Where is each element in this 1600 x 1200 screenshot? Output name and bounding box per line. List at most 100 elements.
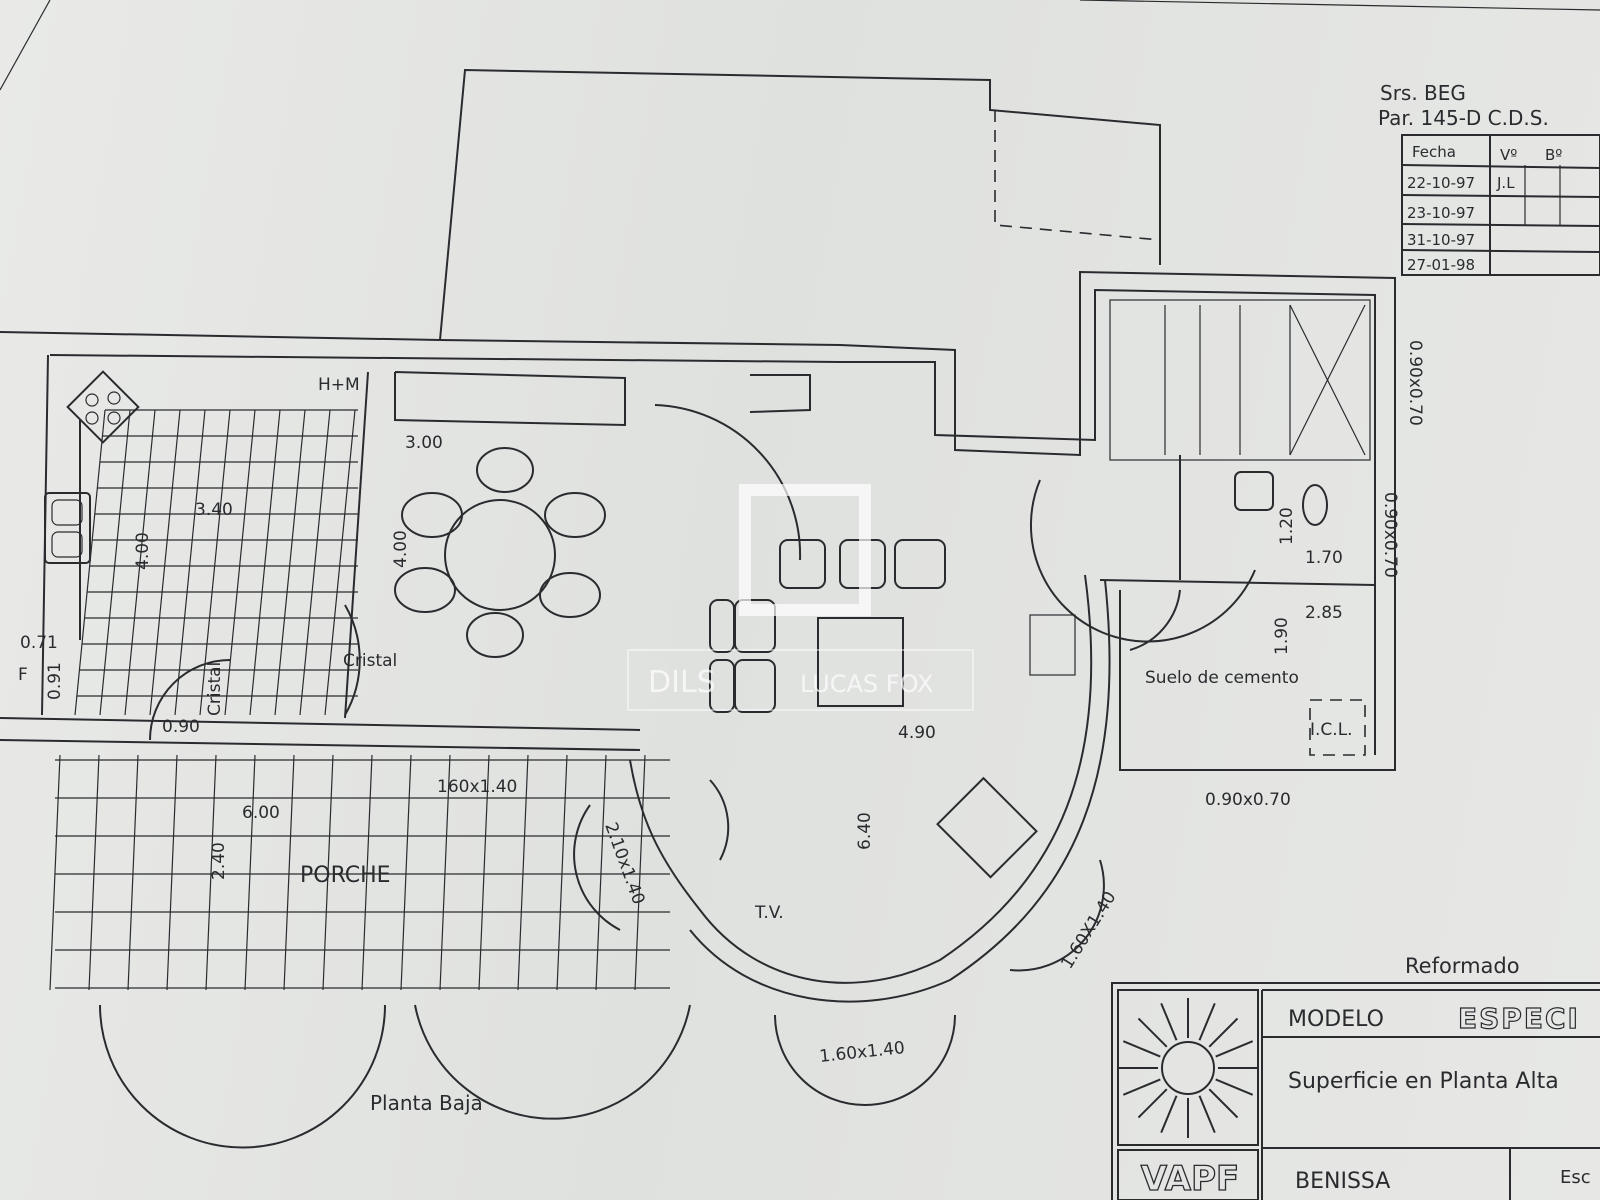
logo-vapf: VAPF xyxy=(1141,1159,1239,1199)
tile-line xyxy=(1198,1095,1216,1134)
tile-line xyxy=(478,754,490,991)
label-storage-width: 0.71 xyxy=(20,633,58,653)
tile-line xyxy=(324,409,356,716)
tile-line xyxy=(1137,1088,1168,1119)
tile-line xyxy=(1137,1017,1168,1048)
label-tv: T.V. xyxy=(754,903,784,923)
tile-line xyxy=(517,754,529,991)
surface-label: Superficie en Planta Alta xyxy=(1288,1069,1559,1094)
small-table xyxy=(936,776,1038,879)
vapf-sun-logo xyxy=(1118,998,1258,1138)
label-porch: PORCHE xyxy=(300,863,391,888)
rev-date-1: 22-10-97 xyxy=(1407,174,1475,192)
tile-line xyxy=(400,754,412,991)
dining-table xyxy=(394,447,606,658)
bathroom-fixtures-icon xyxy=(1234,471,1328,526)
label-storage-depth: 0.91 xyxy=(45,662,65,700)
watermark-lucasfox: LUCAS FOX xyxy=(800,670,933,698)
label-bath-window: 0.90x0.70 xyxy=(1380,492,1400,578)
header-fecha: Fecha xyxy=(1412,143,1456,161)
staircase xyxy=(1109,299,1371,461)
tile-line xyxy=(174,409,206,716)
label-icl: I.C.L. xyxy=(1310,720,1353,740)
tile-line xyxy=(634,754,646,991)
label-living-width: 4.90 xyxy=(898,723,936,743)
tile-line xyxy=(299,409,331,716)
note-reformado: Reformado xyxy=(1405,954,1520,978)
watermark: DILS LUCAS FOX xyxy=(627,484,974,711)
stove-icon xyxy=(66,370,140,444)
sink-icon xyxy=(44,492,91,564)
tile-line xyxy=(1215,1040,1254,1058)
tile-line xyxy=(322,754,334,991)
porch-tiles xyxy=(49,754,670,991)
tile-line xyxy=(1122,1040,1161,1058)
label-kitchen-width: 3.40 xyxy=(195,500,233,520)
rev-date-2: 23-10-97 xyxy=(1407,204,1475,222)
tile-line xyxy=(166,754,178,991)
model-name: ESPECI xyxy=(1458,1002,1580,1035)
tile-line xyxy=(74,409,106,716)
walls xyxy=(0,270,1396,1003)
label-bath-width: 1.70 xyxy=(1305,548,1343,568)
town-label: BENISSA xyxy=(1295,1169,1390,1194)
tile-line xyxy=(249,409,281,716)
label-kitchen-depth: 4.00 xyxy=(133,532,153,570)
kitchen-tiles xyxy=(74,409,358,716)
tile-line xyxy=(244,754,256,991)
door-swings xyxy=(99,404,1256,1149)
title-block: Reformado VAPF MODELO ESPECI Superficie … xyxy=(1111,954,1600,1200)
tile-line xyxy=(1160,1095,1178,1134)
rev-vo-1: J.L xyxy=(1496,174,1515,192)
tile-line xyxy=(556,754,568,991)
rev-date-3: 31-10-97 xyxy=(1407,231,1475,249)
tile-line xyxy=(1208,1088,1239,1119)
label-porch-window: 160x1.40 xyxy=(437,777,517,797)
tile-line xyxy=(439,754,451,991)
scale-label: Esc xyxy=(1560,1167,1591,1188)
tile-line xyxy=(124,409,156,716)
tile-line xyxy=(283,754,295,991)
tile-line xyxy=(99,409,131,716)
client-name: Srs. BEG xyxy=(1380,81,1466,105)
watermark-dils: DILS xyxy=(648,665,716,700)
tile-line xyxy=(595,754,607,991)
parcel-ref: Par. 145-D C.D.S. xyxy=(1378,106,1549,130)
tile-line xyxy=(127,754,139,991)
tile-line xyxy=(1208,1017,1239,1048)
label-hm: H+M xyxy=(318,375,360,395)
label-dining-width: 3.00 xyxy=(405,433,443,453)
plan-label: Planta Baja xyxy=(370,1091,483,1115)
tile-line xyxy=(1215,1078,1254,1096)
label-bath-depth: 1.20 xyxy=(1277,507,1297,545)
label-hall-door: 0.90 xyxy=(162,717,200,737)
tile-line xyxy=(205,754,217,991)
label-living-depth: 6.40 xyxy=(855,812,875,850)
header-bo: Bº xyxy=(1545,146,1562,164)
label-garage-floor: Suelo de cemento xyxy=(1145,668,1299,688)
tile-line xyxy=(361,754,373,991)
dimension-labels: H+M 3.00 3.40 4.00 4.00 0.71 F 0.91 Cris… xyxy=(18,340,1425,1115)
label-dining-depth: 4.00 xyxy=(391,530,411,568)
header-vo: Vº xyxy=(1500,146,1517,164)
label-living-window1: 1.60x1.40 xyxy=(818,1038,905,1067)
label-porch-width: 6.00 xyxy=(242,803,280,823)
tile-line xyxy=(1122,1078,1161,1096)
tile-line xyxy=(1160,1002,1178,1041)
icl-box xyxy=(1309,699,1366,756)
label-garage-depth: 1.90 xyxy=(1272,617,1292,655)
tile-line xyxy=(274,409,306,716)
tile-line xyxy=(49,754,61,991)
rev-date-4: 27-01-98 xyxy=(1407,256,1475,274)
model-label: MODELO xyxy=(1288,1007,1384,1032)
label-hall-glass: Cristal xyxy=(205,662,225,716)
label-dining-glass: Cristal xyxy=(343,651,397,671)
label-garage-width: 2.85 xyxy=(1305,603,1343,623)
tile-line xyxy=(1198,1002,1216,1041)
revision-block: Srs. BEG Par. 145-D C.D.S. Fecha Vº Bº 2… xyxy=(1378,81,1600,276)
sun-circle xyxy=(1161,1041,1215,1095)
fireplace-icon xyxy=(1029,614,1076,676)
site-outline xyxy=(0,0,1600,341)
